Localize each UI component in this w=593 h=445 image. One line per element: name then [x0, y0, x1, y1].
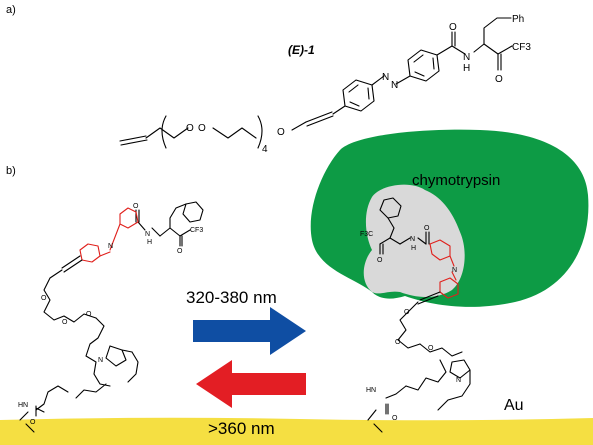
bound-f3c: F3C	[360, 231, 373, 238]
binding-pocket	[363, 184, 465, 297]
panel-b-label: b)	[6, 165, 16, 177]
panel-a-label: a)	[6, 4, 16, 16]
enzyme-label: chymotrypsin	[412, 172, 500, 189]
gold-surface	[0, 417, 593, 445]
bound-triazole-n: N	[456, 377, 461, 384]
free-linker-o: O	[30, 419, 36, 426]
free-ketone-o: O	[177, 248, 183, 255]
free-amide-o: O	[133, 203, 139, 210]
reverse-arrow	[196, 360, 306, 408]
free-cf3: CF3	[190, 227, 203, 234]
compound-name: (E)-1	[288, 43, 315, 57]
alkoxy-o-2: O	[198, 123, 206, 134]
bound-linker-hn: HN	[366, 387, 376, 394]
bound-azo-n: N	[452, 267, 457, 274]
forward-light-label: 320-380 nm	[186, 288, 277, 307]
forward-arrow	[193, 307, 306, 355]
amide-h: H	[463, 63, 470, 74]
bound-peg-o-1: O	[404, 309, 410, 316]
ether-o: O	[277, 127, 285, 138]
azo-n-1: N	[382, 72, 389, 83]
repeat-count: 4	[262, 144, 268, 155]
compound-structure	[119, 17, 513, 149]
reverse-light-label: >360 nm	[208, 419, 275, 438]
free-peg-o-2: O	[62, 319, 68, 326]
free-peg-o-1: O	[41, 295, 47, 302]
azo-n-2: N	[391, 80, 398, 91]
free-molecule	[19, 201, 204, 433]
free-amide-n: N	[145, 231, 150, 238]
free-triazole-n: N	[98, 357, 103, 364]
bound-peg-o-3: O	[428, 345, 434, 352]
free-amide-h: H	[147, 239, 152, 246]
ketone-o: O	[495, 74, 503, 85]
bound-amide-n: N	[410, 236, 415, 243]
bound-amide-o: O	[424, 225, 430, 232]
bound-linker-o: O	[392, 415, 398, 422]
amide-o: O	[449, 22, 457, 33]
amide-n: N	[463, 52, 470, 63]
phenyl-label: Ph	[512, 14, 524, 25]
surface-label: Au	[504, 397, 524, 414]
free-peg-o-3: O	[86, 311, 92, 318]
bound-peg-o-2: O	[395, 339, 401, 346]
free-azo-n: N	[108, 243, 113, 250]
bound-amide-h: H	[411, 245, 416, 252]
alkoxy-o-1: O	[186, 123, 194, 134]
free-linker-hn: HN	[18, 402, 28, 409]
bound-molecule	[367, 197, 471, 433]
bound-ketone-o: O	[377, 257, 383, 264]
cf3-group: CF3	[512, 42, 531, 53]
